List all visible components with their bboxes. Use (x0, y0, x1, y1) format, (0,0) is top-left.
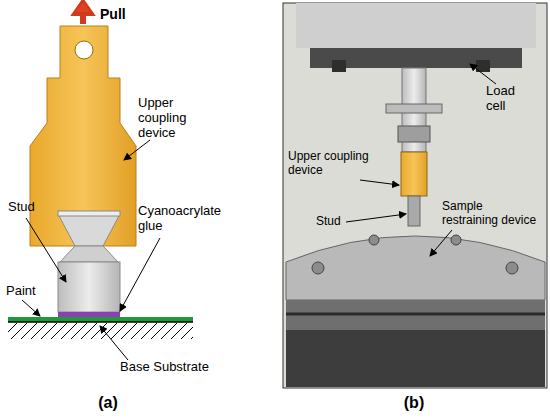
plate-side (286, 300, 545, 330)
panel-label: (a) (90, 394, 126, 412)
machine-base (286, 330, 545, 387)
part-label: Load cell (486, 84, 526, 114)
leader-line (100, 326, 128, 360)
bolt (332, 60, 346, 72)
plate-groove (286, 313, 545, 316)
stud-flange (58, 211, 120, 216)
substrate-edge (8, 321, 193, 323)
pull-arrow (76, 3, 90, 24)
part-label: Base Substrate (120, 360, 230, 375)
pull-arrowhead (76, 2, 90, 12)
part-label: Paint (6, 284, 46, 299)
rod-collar (398, 126, 430, 142)
leader-line (346, 214, 406, 222)
part-label: Sample restraining device (442, 200, 542, 228)
leader-line (430, 230, 452, 256)
leader-line (470, 64, 496, 84)
part-label: Stud (8, 200, 48, 215)
photo-frame (283, 3, 547, 388)
leader-line (360, 180, 399, 185)
leader-line (22, 300, 40, 316)
machine-head (296, 3, 536, 48)
part-label: Stud (316, 215, 356, 229)
bolt (506, 262, 518, 274)
leader-line (26, 218, 66, 282)
stud-block (58, 262, 120, 312)
leader-line (120, 238, 160, 311)
coupling-body (30, 26, 136, 246)
leader-line (124, 140, 150, 160)
part-label: Cyanoacrylate glue (138, 204, 234, 234)
coupling-hole (75, 41, 93, 59)
pull-label: Pull (100, 6, 140, 22)
glue-layer (58, 312, 120, 317)
restraining-plate (286, 236, 545, 300)
part-label: Upper coupling device (288, 150, 392, 178)
substrate-hatch (8, 323, 193, 339)
bolt (451, 235, 461, 245)
panel-label: (b) (396, 394, 432, 412)
bolt (369, 235, 379, 245)
stud-photo (408, 196, 420, 226)
rod-pin (386, 104, 442, 113)
stud-neck (60, 246, 118, 262)
coupling-photo (401, 152, 427, 196)
stud-cone (58, 214, 120, 246)
bolt (312, 262, 324, 274)
paint-layer (8, 317, 193, 322)
part-label: Upper coupling device (138, 96, 200, 141)
